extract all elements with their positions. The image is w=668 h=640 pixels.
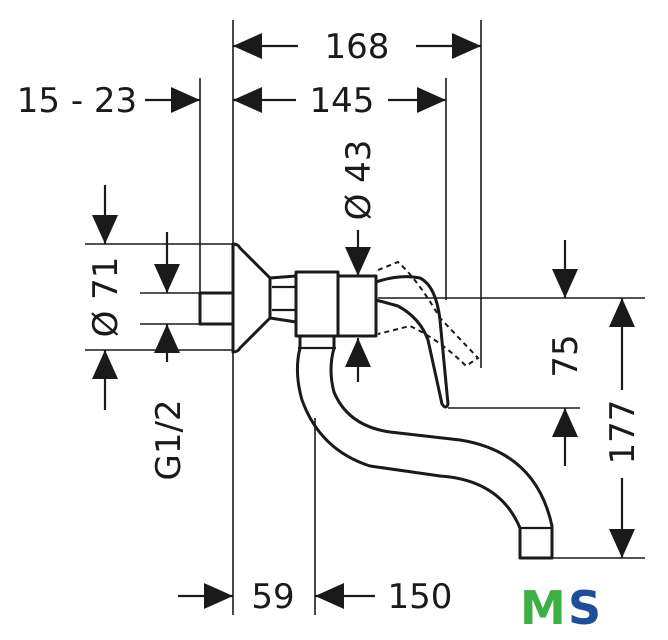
dimension-rosette-diameter: Ø 71 <box>86 185 126 410</box>
label-177: 177 <box>603 400 643 465</box>
label-75: 75 <box>546 334 586 377</box>
label-15-23: 15 - 23 <box>17 81 137 121</box>
dimension-body-width: 145 <box>233 81 446 121</box>
dimension-overall-width: 168 <box>233 27 481 67</box>
label-150: 150 <box>388 577 453 617</box>
dimension-spout-offset: 59 <box>178 577 295 617</box>
label-diameter-43: Ø 43 <box>339 140 379 221</box>
label-59: 59 <box>251 577 294 617</box>
label-145: 145 <box>310 81 375 121</box>
ms-logo: M S <box>520 581 601 635</box>
label-diameter-71: Ø 71 <box>86 257 126 338</box>
dimension-spout-reach: 150 <box>315 577 452 617</box>
dimension-thread: G1/2 <box>149 232 189 481</box>
logo-letter-m: M <box>520 581 566 635</box>
coupling-nut <box>268 274 298 324</box>
logo-letter-s: S <box>568 581 601 635</box>
label-thread: G1/2 <box>149 399 189 480</box>
faucet-body <box>294 270 340 338</box>
lever-handle-open-position <box>377 260 480 368</box>
spout <box>295 336 554 560</box>
cartridge-housing <box>336 274 378 338</box>
faucet-outline <box>198 242 554 560</box>
dimension-handle-height: 75 <box>546 240 586 466</box>
lever-handle <box>374 275 450 409</box>
label-168: 168 <box>325 27 390 67</box>
dimension-wall-offset: 15 - 23 <box>17 81 252 121</box>
rosette <box>231 242 272 354</box>
thread-connector <box>198 291 235 326</box>
dimension-spout-height: 177 <box>603 298 643 558</box>
dimension-handle-diameter: Ø 43 <box>339 140 379 382</box>
